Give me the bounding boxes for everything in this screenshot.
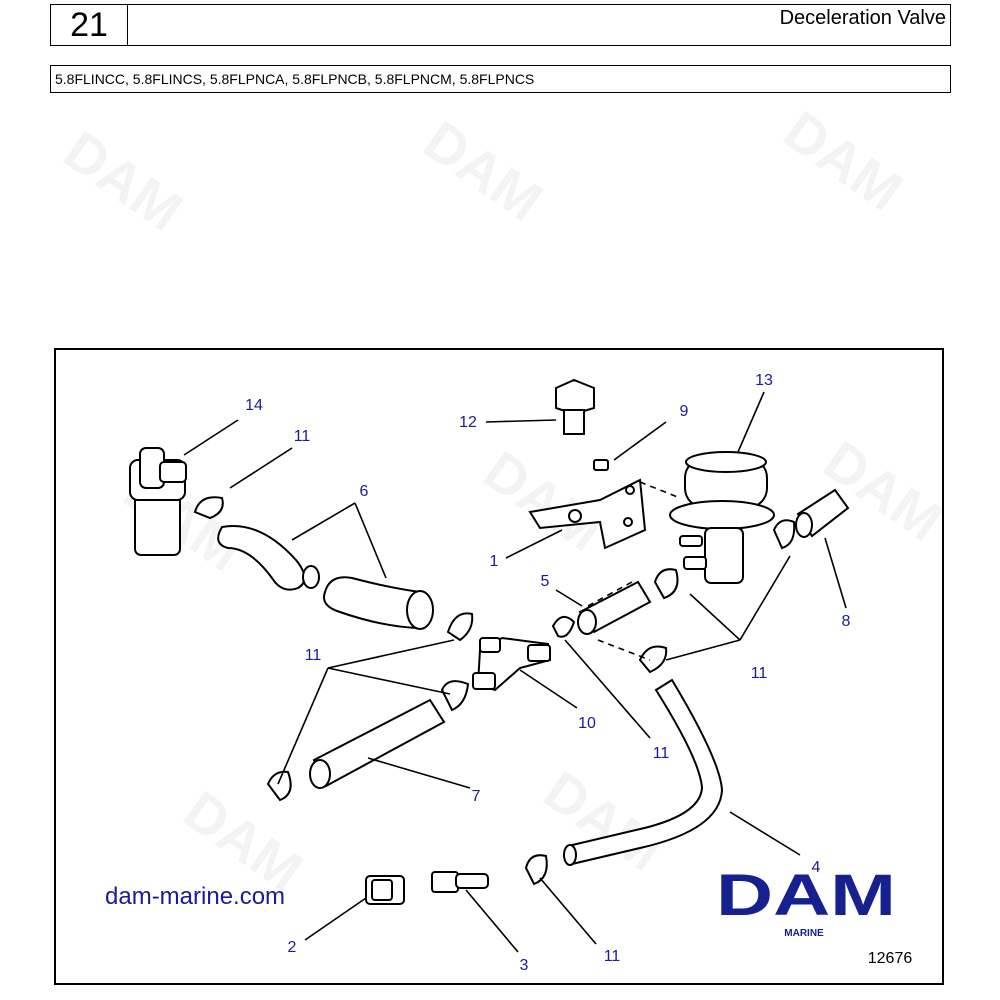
part-7-hose bbox=[309, 698, 446, 789]
callout-4: 4 bbox=[812, 859, 821, 876]
svg-text:DAM: DAM bbox=[533, 758, 674, 883]
page-title-box: Deceleration Valve bbox=[127, 4, 951, 46]
callout-9: 9 bbox=[680, 403, 689, 420]
svg-text:MARINE: MARINE bbox=[784, 928, 824, 939]
part-13-deceleration-valve bbox=[669, 451, 775, 584]
callout-5: 5 bbox=[541, 573, 550, 590]
part-5-hose bbox=[577, 580, 652, 635]
svg-text:DAM: DAM bbox=[716, 863, 896, 928]
dam-logo: DAM MARINE bbox=[716, 863, 896, 939]
callout-labels: 1 2 3 4 5 6 7 8 9 10 11 12 13 14 11 11 1… bbox=[245, 372, 850, 974]
callout-11-right: 11 bbox=[751, 665, 768, 682]
svg-text:DAM: DAM bbox=[773, 98, 914, 223]
part-3-fitting bbox=[431, 871, 489, 893]
page-title: Deceleration Valve bbox=[779, 7, 946, 29]
part-9-screw bbox=[593, 459, 609, 471]
svg-text:DAM: DAM bbox=[53, 118, 194, 243]
callout-11-left: 11 bbox=[305, 647, 322, 664]
website-text: dam-marine.com bbox=[105, 883, 285, 910]
callout-2: 2 bbox=[288, 939, 297, 956]
callout-11-center: 11 bbox=[653, 745, 670, 762]
figure-number: 12676 bbox=[868, 950, 913, 967]
part-14-elbow-fitting bbox=[129, 447, 187, 556]
callout-13: 13 bbox=[755, 372, 773, 389]
callout-7: 7 bbox=[472, 788, 481, 805]
part-1-bracket bbox=[528, 478, 647, 550]
part-6-hoses bbox=[217, 525, 434, 630]
part-10-tee-fitting bbox=[472, 636, 552, 692]
callout-14: 14 bbox=[245, 397, 263, 414]
callout-1: 1 bbox=[490, 553, 499, 570]
model-list: 5.8FLINCC, 5.8FLINCS, 5.8FLPNCA, 5.8FLPN… bbox=[50, 65, 951, 93]
callout-12: 12 bbox=[459, 414, 477, 431]
part-8-filter bbox=[795, 488, 850, 538]
part-2-fitting bbox=[365, 875, 405, 905]
callout-3: 3 bbox=[520, 957, 529, 974]
callout-11-top: 11 bbox=[294, 428, 311, 445]
callout-6: 6 bbox=[360, 483, 369, 500]
part-12-bolt bbox=[555, 378, 595, 435]
svg-text:DAM: DAM bbox=[413, 108, 554, 233]
part-11-clamps bbox=[193, 496, 796, 886]
diagram-frame bbox=[54, 348, 944, 985]
callout-8: 8 bbox=[842, 613, 851, 630]
callout-11-bottom: 11 bbox=[604, 948, 621, 965]
part-4-hose bbox=[563, 678, 724, 866]
callout-10: 10 bbox=[578, 715, 596, 732]
leader-lines bbox=[183, 391, 847, 953]
section-number: 21 bbox=[50, 4, 128, 46]
